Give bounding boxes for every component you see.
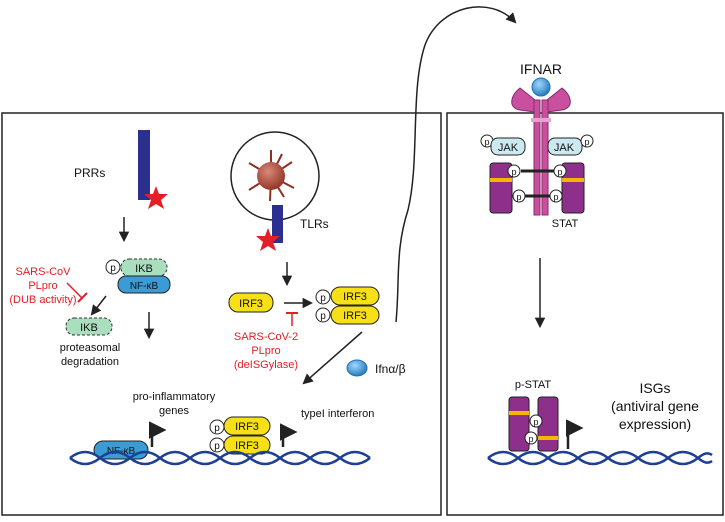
- proinflammatory-tss-arrow: [149, 421, 167, 447]
- left-panel-frame: [1, 112, 442, 516]
- ifn-label: Ifnα/β: [375, 362, 406, 376]
- phospho-p-icon: [512, 189, 526, 203]
- proinflammatory-line-2: genes: [159, 405, 189, 417]
- sars-cov-line-3: (DUB activity): [9, 294, 76, 306]
- p-label: p: [516, 192, 521, 202]
- irf3-dimer-top: [330, 286, 380, 306]
- p-label: p: [584, 137, 589, 147]
- degradation-line-1: proteasomal: [60, 342, 121, 354]
- sars-cov2-line-1: SARS-CoV-2: [234, 331, 298, 343]
- irf3-dimer-bottom: [330, 305, 380, 325]
- proinflammatory-line-1: pro-inflammatory: [133, 391, 216, 403]
- type1-interferon-label: typeI interferon: [301, 408, 374, 420]
- isgs-line-1: ISGs: [639, 380, 670, 396]
- stat-label: STAT: [552, 218, 579, 230]
- irf3-dna-top: [223, 416, 271, 436]
- irf3-dna-bottom-label: IRF3: [235, 440, 259, 452]
- phospho-p-icon: [507, 164, 521, 178]
- type1-tss-arrow: [280, 423, 298, 447]
- stat-dimer: [489, 162, 585, 214]
- irf3-dimer-top-label: IRF3: [343, 291, 367, 303]
- p-label: p: [214, 441, 220, 452]
- prr-star-icon: [144, 186, 168, 209]
- phospho-p-icon: [553, 164, 567, 178]
- nfkb-dna-label: NF-κB: [107, 446, 136, 457]
- tlrs-label: TLRs: [300, 217, 329, 231]
- phospho-p-icon: [549, 189, 563, 203]
- ifn-ligand-icon: [346, 359, 368, 377]
- phospho-p-icon: [529, 414, 543, 428]
- ifnar-receptor: [511, 87, 571, 216]
- irf3-nuclear-arrow: [302, 331, 363, 385]
- isgs-line-3: expression): [619, 416, 691, 432]
- prr-receptor: [138, 130, 150, 200]
- ifn-secretion-curve: [395, 6, 517, 323]
- p-label: p: [553, 192, 558, 202]
- ikb-degraded-label: IKB: [80, 322, 98, 334]
- phospho-p-icon: [524, 431, 538, 445]
- jak-right-box: [547, 137, 583, 156]
- isg-tss-arrow: [566, 419, 584, 449]
- sars-cov2-line-2: PLpro: [251, 345, 280, 357]
- ikb-label: IKB: [135, 263, 153, 275]
- degradation-line-2: degradation: [61, 356, 119, 368]
- ifn-ligand-bound-icon: [531, 77, 551, 97]
- phospho-p-icon: [105, 259, 121, 275]
- pstat-dimer: [508, 396, 559, 452]
- jak-right-label: JAK: [554, 142, 575, 154]
- p-label: p: [528, 434, 533, 444]
- tlr-star-icon: [256, 228, 280, 251]
- irf3-monomer-box: [228, 292, 274, 313]
- pstat-label: p-STAT: [515, 379, 552, 391]
- nfkb-box: [117, 275, 171, 294]
- isgs-line-2: (antiviral gene: [611, 398, 699, 414]
- sars-cov-inhibit-bar: [77, 292, 88, 303]
- right-panel-frame: [446, 112, 724, 516]
- irf3-dna-top-label: IRF3: [235, 421, 259, 433]
- p-label: p: [320, 293, 326, 304]
- phospho-p-icon: [580, 134, 594, 148]
- p-label: p: [511, 167, 516, 177]
- ikb-degraded-box: [65, 317, 113, 336]
- p-label: p: [557, 167, 562, 177]
- p-label: p: [484, 137, 489, 147]
- p-label: p: [214, 423, 220, 434]
- ifnar-label: IFNAR: [520, 61, 562, 77]
- jak-left-box: [490, 137, 526, 156]
- sars-cov2-line-3: (deISGylase): [234, 359, 298, 371]
- right-dna-helix: [487, 450, 713, 466]
- phospho-p-icon: [315, 289, 331, 305]
- ikb-degradation-arrow: [90, 295, 107, 316]
- p-label: p: [110, 263, 116, 274]
- nfkb-label: NF-κB: [130, 281, 159, 292]
- irf3-dna-bottom: [223, 435, 271, 455]
- p-label: p: [533, 417, 538, 427]
- phospho-p-icon: [315, 307, 331, 323]
- p-label: p: [320, 311, 326, 322]
- left-dna-helix: [69, 450, 371, 466]
- sars-cov-inhibit-line: [66, 282, 83, 299]
- sars-cov-line-1: SARS-CoV: [15, 266, 71, 278]
- irf3-dimer-bottom-label: IRF3: [343, 310, 367, 322]
- tlr-receptor: [272, 205, 283, 243]
- prrs-label: PRRs: [74, 166, 105, 180]
- sars-cov-line-2: PLpro: [28, 280, 57, 292]
- irf3-monomer-label: IRF3: [239, 298, 263, 310]
- virus-icon: [248, 150, 295, 202]
- jak-left-label: JAK: [498, 142, 519, 154]
